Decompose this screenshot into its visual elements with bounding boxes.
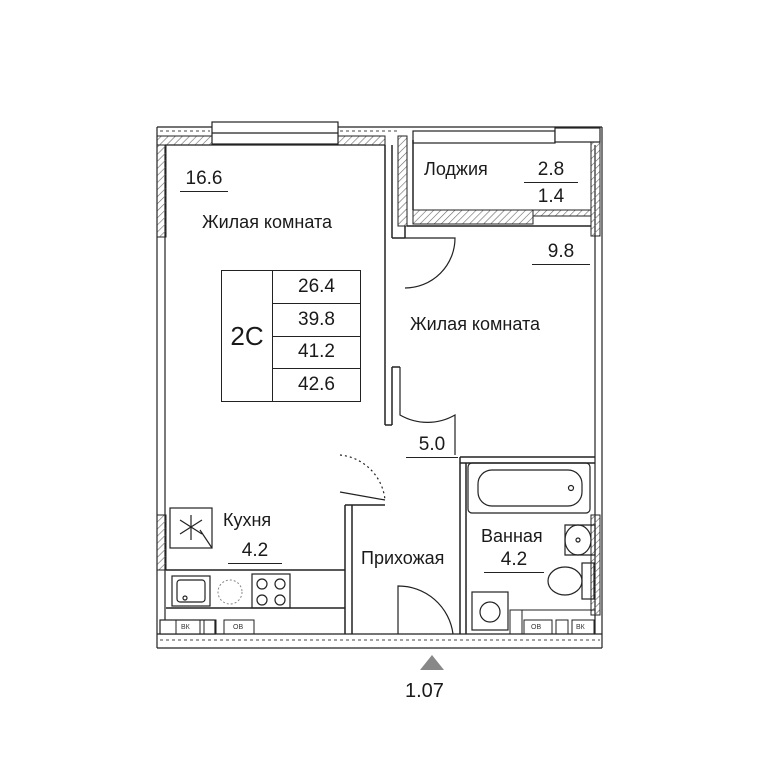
ceiling-height-marker-icon <box>420 655 444 670</box>
kitchen-appliance-icon <box>217 579 243 605</box>
living-room-1-label: Жилая комната <box>202 212 333 232</box>
bathroom-label: Ванная <box>481 526 543 546</box>
sink-icon <box>564 524 596 556</box>
hall-area: 5.0 <box>406 435 458 458</box>
bathroom-area: 4.2 <box>484 550 544 573</box>
loggia-area: 2.8 <box>524 160 578 183</box>
loggia-label: Лоджия <box>424 159 488 179</box>
living-room-2-label: Жилая комната <box>410 314 541 334</box>
summary-value: 26.4 <box>273 271 360 304</box>
kitchen-sink-icon <box>171 575 211 607</box>
toilet-icon <box>547 562 595 600</box>
kitchen-area: 4.2 <box>228 541 282 564</box>
loggia-area-reduced: 1.4 <box>537 186 565 207</box>
hatched-walls <box>156 135 601 616</box>
apartment-type-code: 2С <box>230 320 264 351</box>
kitchen-label: Кухня <box>223 510 272 530</box>
summary-value: 42.6 <box>298 374 335 396</box>
top-brick-marks <box>160 130 600 641</box>
service-tag-ov: ОВ <box>233 624 244 631</box>
ceiling-height-value: 1.07 <box>405 680 444 702</box>
service-tag-vk: ВК <box>576 624 585 631</box>
service-tag-vk: ВК <box>181 624 190 631</box>
service-boxes <box>175 609 595 635</box>
summary-value: 39.8 <box>273 304 360 337</box>
washing-machine-icon <box>471 591 509 631</box>
living-room-1-area: 16.6 <box>180 169 228 192</box>
living-room-2-area: 9.8 <box>532 242 590 265</box>
summary-value: 41.2 <box>273 337 360 370</box>
service-tag-ov: ОВ <box>531 624 542 631</box>
ventilation-shaft-icon <box>169 507 213 549</box>
door-swings <box>339 237 456 635</box>
bathtub-icon <box>467 462 591 514</box>
hall-label: Прихожая <box>361 548 445 568</box>
apartment-summary-table: 2С 26.4 39.8 41.2 42.6 <box>221 270 361 402</box>
stove-icon <box>251 573 291 609</box>
